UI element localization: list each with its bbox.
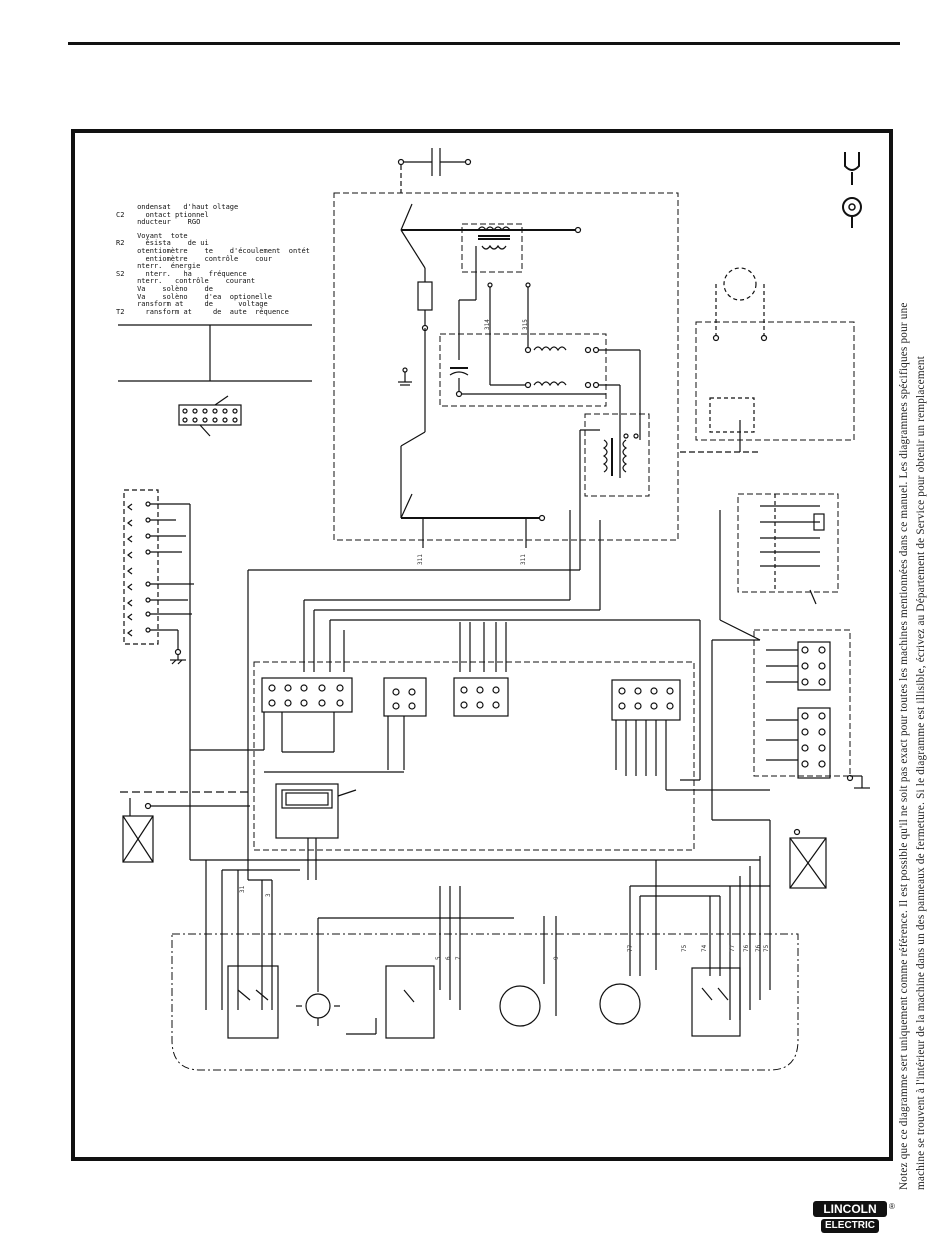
legend-row: Voyant tote bbox=[137, 231, 188, 240]
front-panel bbox=[171, 933, 799, 1071]
svg-text:76: 76 bbox=[755, 944, 762, 952]
legend-row: S2 nterr. ha fréquence bbox=[116, 269, 247, 278]
connector-plug bbox=[178, 395, 242, 437]
fork-terminal-icon bbox=[844, 152, 860, 185]
legend-row: T2 ransform at de aute réquence bbox=[116, 307, 289, 316]
lincoln-electric-logo: LINCOLN ELECTRIC ® bbox=[813, 1201, 895, 1237]
terminal-strip-left bbox=[123, 489, 264, 751]
svg-text:75: 75 bbox=[763, 944, 770, 952]
legend-row: ondensat d'haut oltage bbox=[137, 203, 239, 211]
right-lower-panel bbox=[753, 629, 870, 789]
legend-row: C2 ontact ptionnel bbox=[116, 210, 209, 219]
svg-text:311: 311 bbox=[520, 554, 527, 565]
logo-line2: ELECTRIC bbox=[821, 1219, 879, 1233]
svg-text:315: 315 bbox=[522, 319, 529, 330]
svg-text:311: 311 bbox=[417, 554, 424, 565]
high-frequency-wiring bbox=[398, 203, 641, 548]
svg-text:5: 5 bbox=[435, 956, 442, 960]
legend: ondensat d'haut oltage C2 ontact ptionne… bbox=[116, 203, 310, 316]
logo-line1: LINCOLN bbox=[813, 1201, 887, 1217]
legend-row: nterr. contrôle courant bbox=[137, 277, 256, 286]
reference-note-line1: Notez que ce diagramme sert uniquement c… bbox=[898, 302, 910, 1190]
ring-terminal-icon bbox=[842, 197, 862, 228]
high-frequency-panel bbox=[333, 192, 679, 541]
right-upper-panel bbox=[680, 267, 855, 453]
svg-text:77: 77 bbox=[627, 944, 634, 952]
logo-registered-mark: ® bbox=[889, 1202, 895, 1211]
control-panel bbox=[253, 661, 695, 880]
top-rule bbox=[68, 42, 900, 45]
svg-text:76: 76 bbox=[743, 944, 750, 952]
svg-text:3: 3 bbox=[265, 893, 272, 897]
diagram-frame bbox=[71, 129, 893, 1161]
solenoid-valve-right bbox=[789, 828, 827, 889]
legend-row: R2 ésista de ui bbox=[116, 239, 209, 248]
svg-text:77: 77 bbox=[729, 944, 736, 952]
legend-row: Va solèno d'ea optionelle bbox=[137, 292, 272, 301]
control-wiring bbox=[120, 429, 771, 1020]
legend-row: otentiomètre te d'écoulement ontét bbox=[137, 246, 310, 255]
svg-text:314: 314 bbox=[484, 319, 491, 330]
legend-row: entiomètre contrôle cour bbox=[137, 254, 272, 263]
legend-row: nducteur RGO bbox=[137, 218, 201, 227]
solenoid-valve-left bbox=[122, 798, 154, 863]
right-middle-panel bbox=[719, 493, 839, 641]
svg-text:9: 9 bbox=[553, 956, 560, 960]
legend-row: ransform at de voltage bbox=[137, 300, 268, 309]
reference-note: Notez que ce diagramme sert uniquement c… bbox=[896, 100, 930, 1190]
legend-row: Va solèno de bbox=[137, 284, 213, 293]
svg-text:7: 7 bbox=[455, 956, 462, 960]
capacitor-top bbox=[397, 148, 472, 193]
svg-text:6: 6 bbox=[445, 956, 452, 960]
svg-text:75: 75 bbox=[681, 944, 688, 952]
svg-text:74: 74 bbox=[701, 944, 708, 952]
svg-text:31: 31 bbox=[239, 885, 246, 893]
legend-row: nterr. énergie bbox=[137, 262, 201, 271]
reference-note-line2: machine se trouvent à l'intérieur de la … bbox=[915, 355, 927, 1190]
